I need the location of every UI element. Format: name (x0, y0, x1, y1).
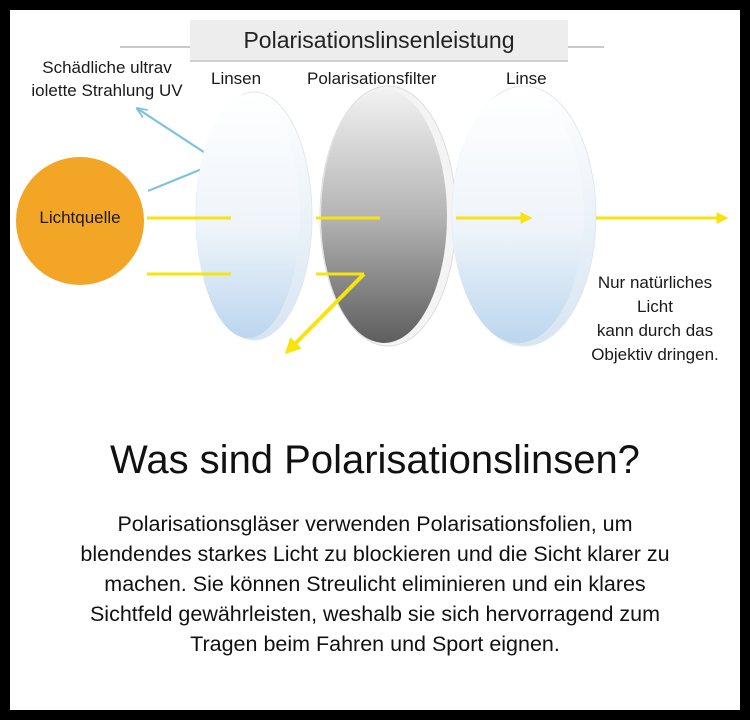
content-panel: Polarisationslinsenleistung (10, 10, 740, 710)
body-line: Sichtfeld gewährleisten, weshalb sie sic… (89, 602, 661, 626)
title-rule-left (120, 46, 190, 48)
lens-left-label: Linsen (211, 69, 262, 88)
light-source-sun (16, 157, 144, 285)
polarization-filter (319, 85, 457, 347)
natural-light-line: Licht (637, 297, 673, 316)
left-lens (195, 91, 313, 341)
filter-label: Polarisationsfilter (307, 69, 437, 88)
title-rule-right (568, 46, 604, 48)
light-source-label: Lichtquelle (39, 208, 121, 227)
body-line: Tragen beim Fahren und Sport eignen. (190, 632, 560, 656)
blocked-light-ray (284, 272, 366, 355)
body-line: blendendes starkes Licht zu blockieren u… (80, 542, 670, 566)
body-line: Polarisationsgläser verwenden Polarisati… (117, 512, 633, 536)
lens-right-label: Linse (506, 69, 547, 88)
natural-light-line: kann durch das (596, 321, 714, 340)
body-line: machen. Sie können Streulicht eliminiere… (104, 572, 646, 596)
polarization-diagram (16, 85, 729, 355)
uv-label-line: iolette Strahlung UV (31, 81, 183, 100)
natural-light-label: Nur natürliches Licht kann durch das Obj… (570, 271, 740, 367)
diagram-title: Polarisationslinsenleistung (190, 20, 568, 62)
article-heading: Was sind Polarisationslinsen? (110, 438, 640, 482)
uv-label-line: Schädliche ultrav (42, 58, 172, 77)
natural-light-line: Objektiv dringen. (591, 345, 719, 364)
article-body: Polarisationsgläser verwenden Polarisati… (16, 509, 734, 659)
uv-radiation-label: Schädliche ultrav iolette Strahlung UV (10, 56, 204, 102)
natural-light-line: Nur natürliches (597, 273, 713, 292)
